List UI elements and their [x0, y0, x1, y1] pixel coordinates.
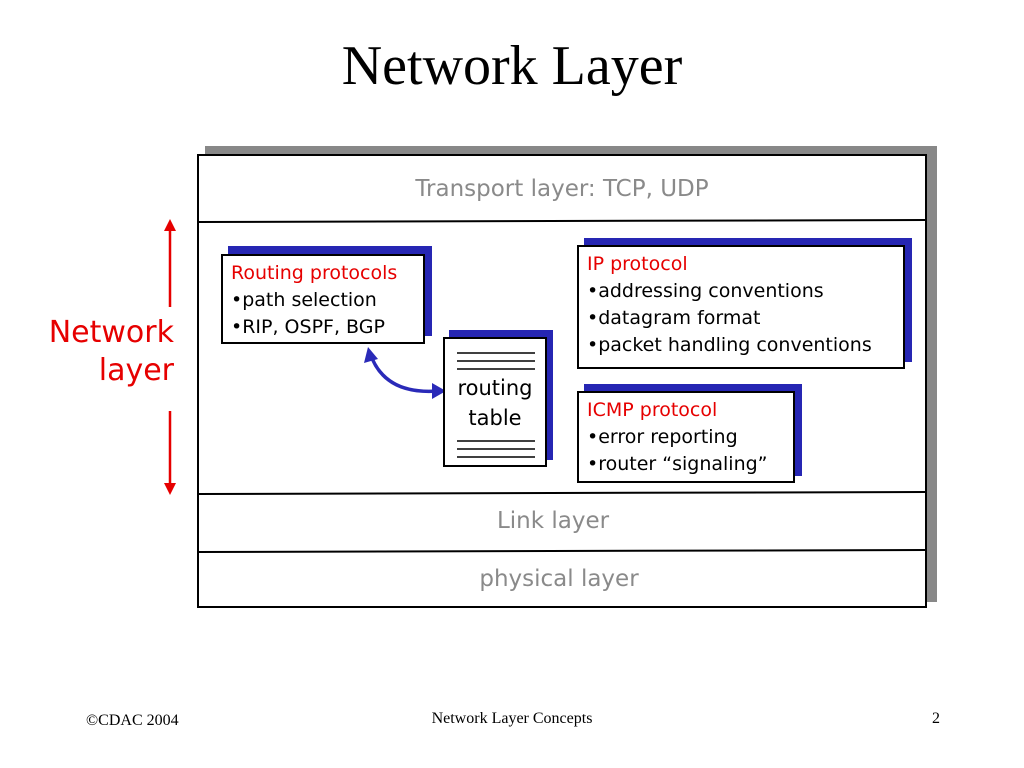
- routing-protocols-box: Routing protocols •path selection •RIP, …: [221, 254, 425, 344]
- arrow-up-head: [164, 219, 176, 231]
- network-label-line2: layer: [98, 353, 174, 388]
- network-layer-side-label: Network layer: [20, 314, 174, 390]
- slide-title: Network Layer: [341, 35, 683, 97]
- layer-stack-box: [197, 154, 927, 608]
- ip-protocol-box: IP protocol •addressing conventions •dat…: [577, 245, 905, 369]
- footer-title: Network Layer Concepts: [431, 710, 593, 727]
- network-label-line1: Network: [48, 315, 174, 350]
- ip-protocol-item-1: •addressing conventions: [587, 280, 824, 302]
- divider-link: [198, 549, 926, 553]
- routing-protocols-item-1: •path selection: [231, 289, 377, 311]
- icmp-protocol-item-2: •router “signaling”: [587, 453, 768, 475]
- ip-protocol-item-3: •packet handling conventions: [587, 334, 872, 356]
- divider-transport: [198, 219, 926, 223]
- ip-protocol-item-2: •datagram format: [587, 307, 761, 329]
- routing-table-label: routing table: [445, 373, 545, 433]
- physical-layer-label: physical layer: [479, 566, 639, 592]
- icmp-protocol-box: ICMP protocol •error reporting •router “…: [577, 391, 795, 483]
- divider-network: [198, 491, 926, 495]
- footer-copyright: ©CDAC 2004: [86, 712, 179, 729]
- icmp-protocol-heading: ICMP protocol: [587, 399, 718, 421]
- transport-layer-label: Transport layer: TCP, UDP: [415, 176, 709, 202]
- routing-table-line1: routing: [457, 376, 533, 400]
- routing-curved-arrow: [364, 347, 446, 399]
- routing-protocols-heading: Routing protocols: [231, 262, 398, 284]
- routing-table-line2: table: [468, 406, 522, 430]
- network-span-arrows: [164, 219, 176, 495]
- routing-table-lines: [457, 352, 535, 458]
- arrow-down-head: [164, 483, 176, 495]
- ip-protocol-heading: IP protocol: [587, 253, 688, 275]
- footer-page-number: 2: [932, 710, 940, 727]
- routing-table-box: routing table: [443, 337, 547, 467]
- routing-protocols-item-2: •RIP, OSPF, BGP: [231, 316, 385, 338]
- link-layer-label: Link layer: [496, 508, 610, 534]
- icmp-protocol-item-1: •error reporting: [587, 426, 738, 448]
